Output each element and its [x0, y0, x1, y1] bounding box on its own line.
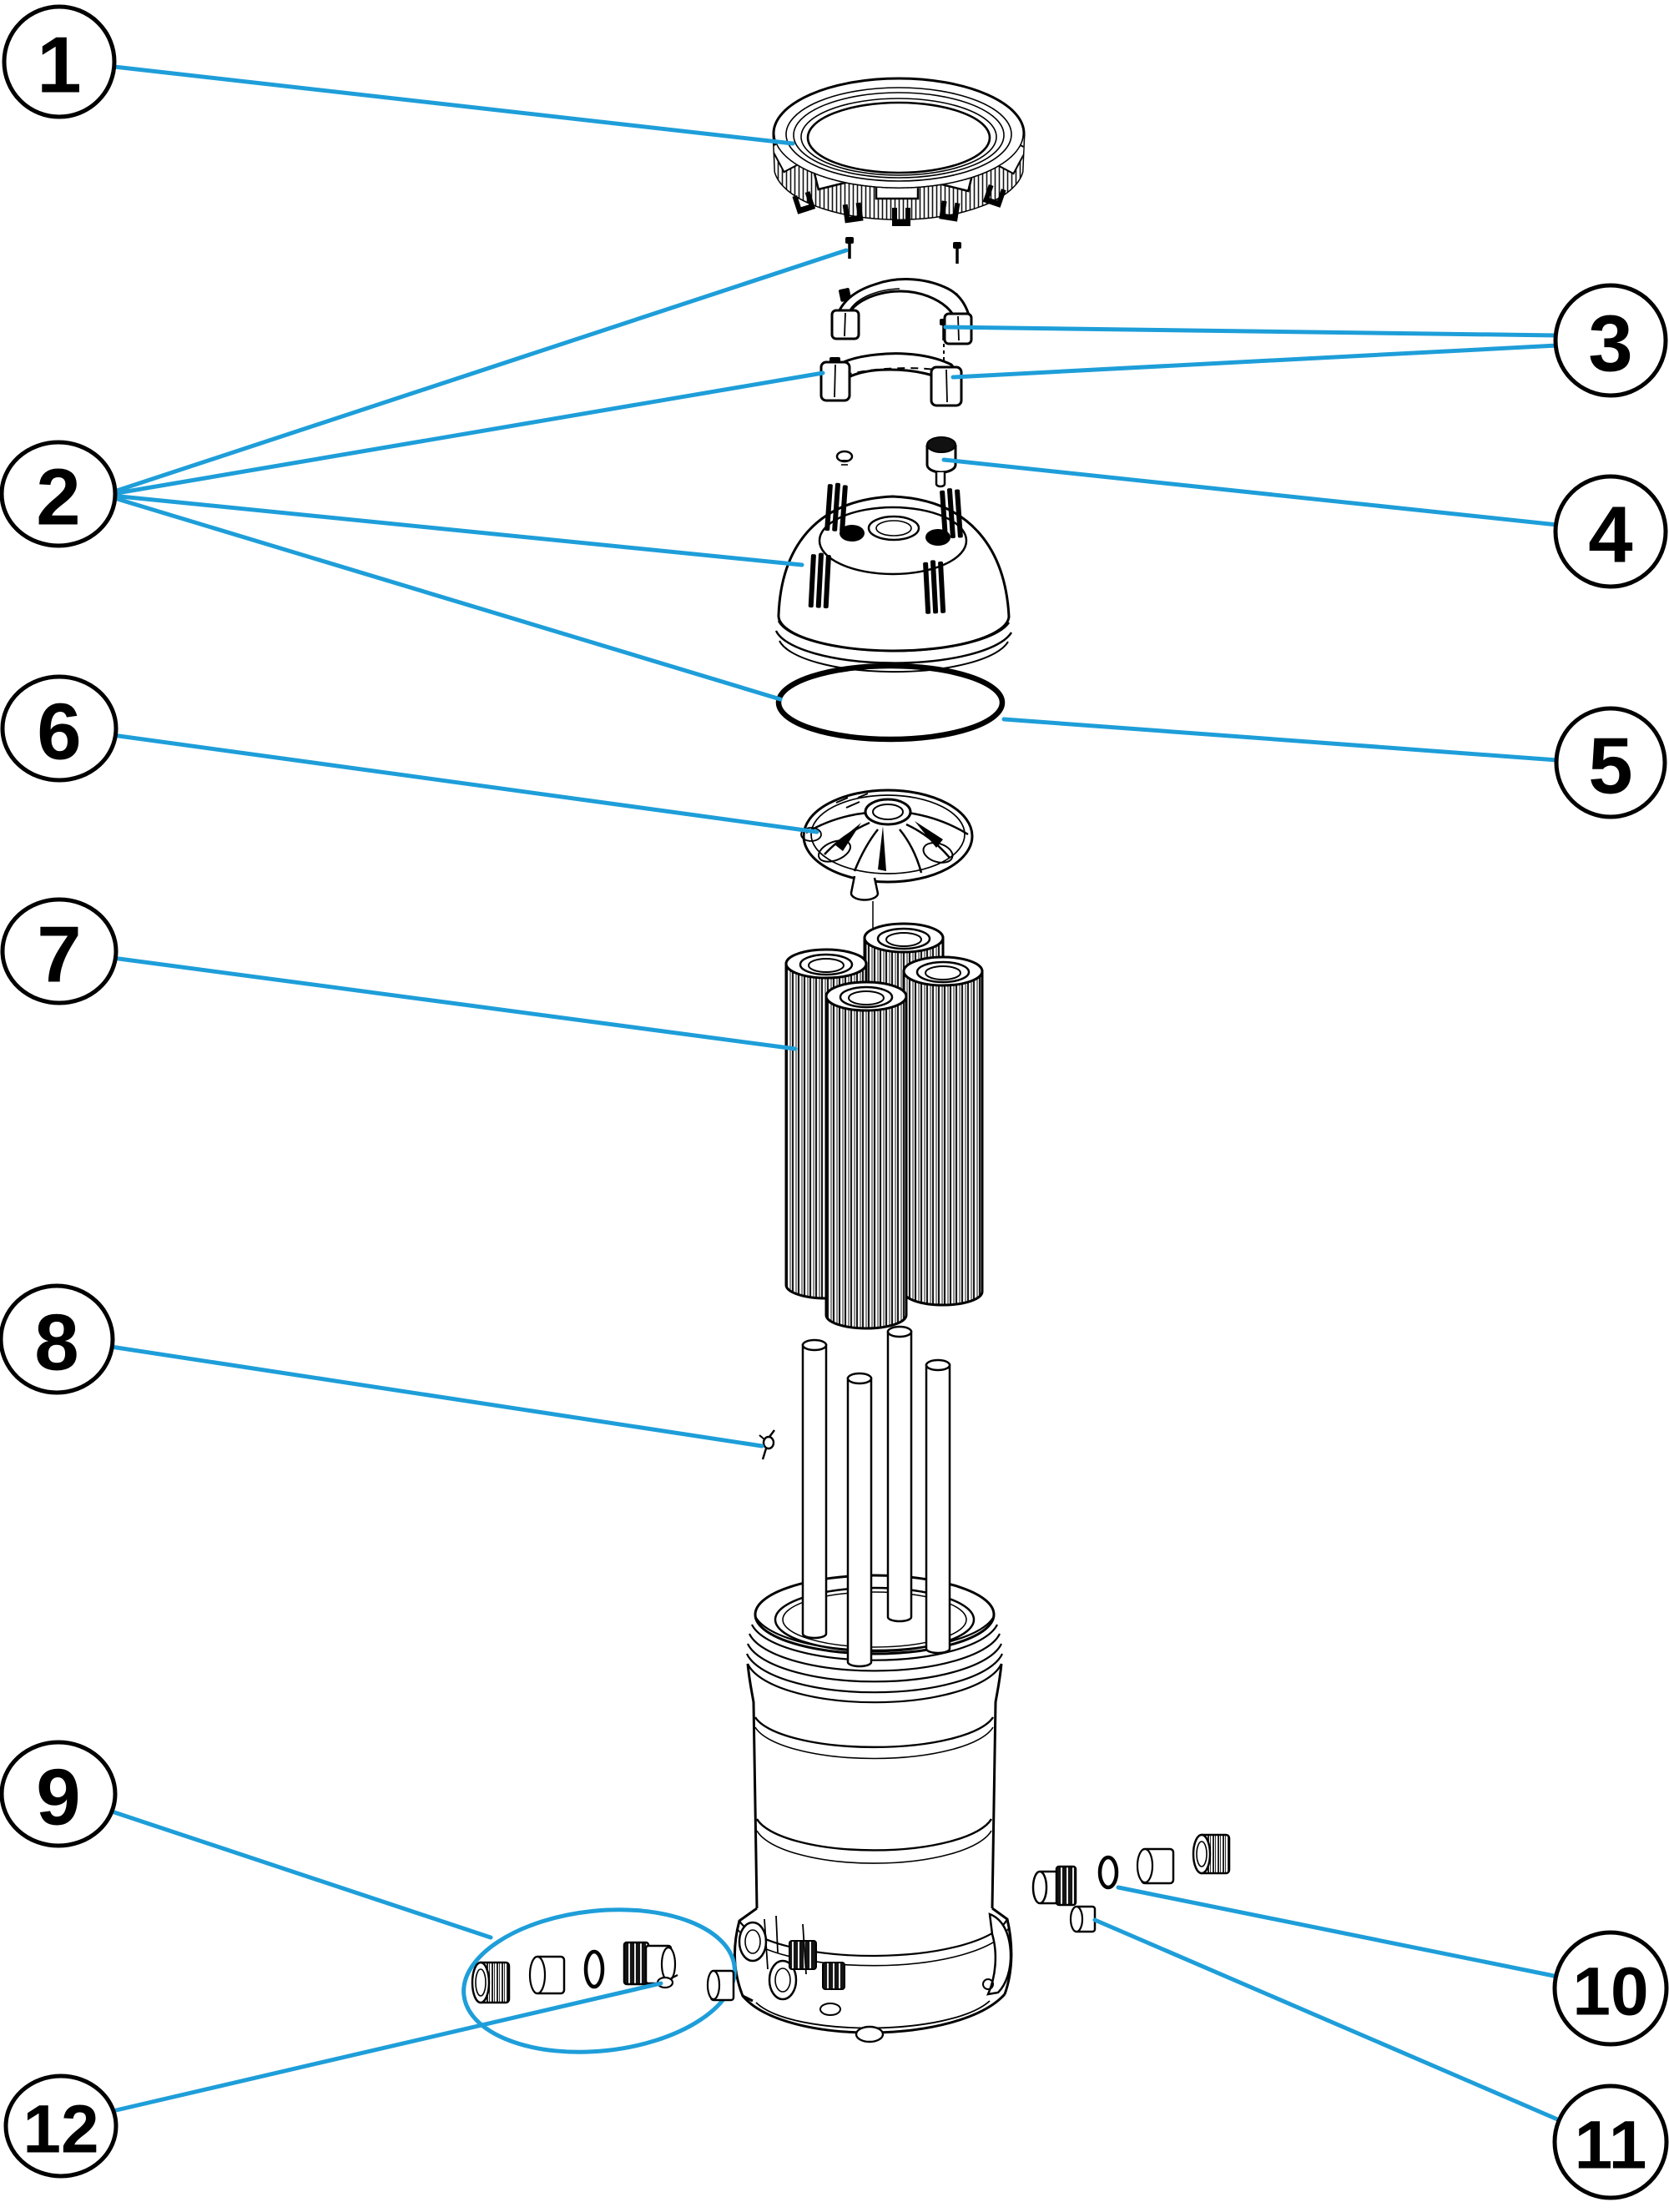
- callout-4: 4: [1553, 474, 1668, 589]
- callout-3: 3: [1553, 283, 1668, 398]
- screw: [953, 242, 961, 264]
- fitting-cap-left: [706, 1969, 735, 2002]
- coupler-sleeve-right: [1136, 1847, 1175, 1885]
- lid-o-ring: [775, 663, 1006, 743]
- lid-post: [824, 482, 848, 532]
- callout-12-number: 12: [23, 2092, 98, 2168]
- leader-8: [108, 1344, 764, 1449]
- fitting-o-ring-left: [583, 1949, 605, 1989]
- callout-9: 9: [0, 1740, 118, 1848]
- leader-2d: [109, 495, 783, 702]
- fitting-o-ring-right: [1097, 1855, 1119, 1890]
- lid-post: [923, 560, 946, 614]
- union-nut-right: [1192, 1833, 1231, 1875]
- clamp-lower: [819, 352, 963, 407]
- union-adapter-left: [623, 1941, 677, 1986]
- standpipe: [925, 1358, 951, 1655]
- callout-10: 10: [1552, 1930, 1669, 2047]
- cover-lid: [774, 482, 1013, 673]
- retaining-clip: [759, 1429, 775, 1460]
- cartridge: [824, 980, 908, 1330]
- callout-8: 8: [0, 1283, 115, 1395]
- leader-3a: [943, 325, 1560, 338]
- callout-8-number: 8: [34, 1298, 78, 1388]
- callout-4-number: 4: [1588, 491, 1632, 580]
- leader-2b: [109, 370, 825, 496]
- leader-10: [1116, 1885, 1561, 1979]
- tank-body: [733, 1574, 1013, 2043]
- screw: [845, 237, 854, 259]
- lock-ring-lugs: [792, 184, 1006, 226]
- standpipe: [846, 1372, 873, 1668]
- lid-post: [808, 552, 831, 609]
- standpipe: [886, 1325, 913, 1623]
- leader-7: [110, 955, 798, 1051]
- standpipes: [801, 1325, 951, 1668]
- tank-foot: [982, 1912, 1012, 1996]
- callout-5: 5: [1554, 706, 1667, 819]
- kit-ellipse: [461, 1907, 737, 2054]
- callout-10-number: 10: [1572, 1954, 1648, 2030]
- lock-ring: [772, 77, 1026, 226]
- leader-2a: [109, 248, 849, 495]
- vent-screw: [835, 450, 854, 466]
- callout-11-number: 11: [1575, 2108, 1647, 2184]
- callout-6: 6: [0, 674, 118, 783]
- callout-9-number: 9: [36, 1753, 80, 1842]
- union-adapter-right: [1031, 1865, 1077, 1907]
- leader-9: [107, 1808, 493, 1940]
- callout-7-number: 7: [37, 910, 81, 1000]
- leader-11: [1092, 1917, 1564, 2124]
- callout-6-number: 6: [37, 688, 81, 777]
- diffuser-plate: [800, 789, 974, 965]
- leader-12: [110, 1981, 663, 2114]
- fitting-cap-right: [1069, 1905, 1097, 1933]
- leader-5: [1001, 717, 1560, 763]
- leader-lines: [107, 64, 1564, 2124]
- callout-5-number: 5: [1588, 722, 1632, 811]
- union-nut-left: [471, 1961, 511, 2004]
- callout-1: 1: [2, 4, 117, 119]
- leader-6: [110, 733, 819, 834]
- leader-4: [941, 457, 1560, 527]
- leader-3b: [950, 343, 1560, 380]
- callout-2: 2: [0, 440, 118, 548]
- clamp-upper: [830, 278, 973, 345]
- callout-1-number: 1: [37, 21, 81, 110]
- leader-2c: [109, 493, 804, 567]
- callout-3-number: 3: [1588, 300, 1632, 389]
- cartridge: [902, 955, 984, 1307]
- purge-plug: [925, 436, 957, 488]
- lid-post: [940, 488, 963, 539]
- callout-11: 11: [1552, 2084, 1669, 2200]
- callout-2-number: 2: [36, 453, 80, 542]
- filter-cartridges: [784, 922, 984, 1330]
- coupler-sleeve-left: [528, 1955, 566, 1995]
- tank-ports: [738, 1915, 845, 2001]
- leader-1: [112, 64, 795, 146]
- standpipe: [801, 1338, 828, 1640]
- callout-12: 12: [3, 2073, 118, 2179]
- callout-7: 7: [0, 897, 118, 1005]
